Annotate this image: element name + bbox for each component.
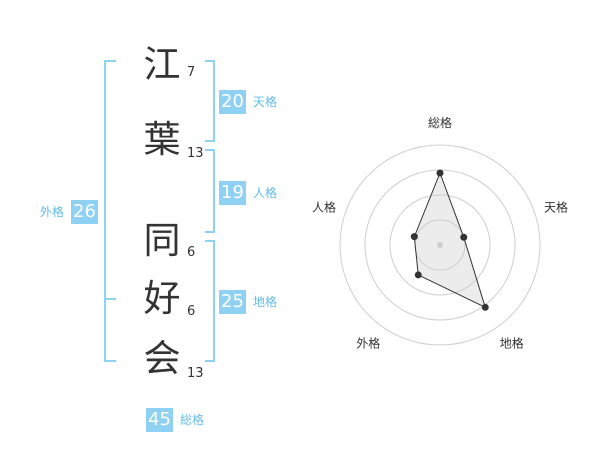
fortune-radar-chart: 総格天格地格 外格 人格 [300, 110, 600, 370]
radar-axis-label-3: 地格 [500, 336, 524, 351]
chikaku-value: 25 [219, 290, 246, 314]
radar-axis-label-5: 人格 [312, 199, 336, 214]
name-char-3: 同 [143, 219, 181, 262]
gaikaku-label: 外格 [40, 205, 65, 219]
stroke-count-5: 13 [187, 366, 204, 381]
radar-point-1 [436, 169, 444, 177]
name-column: 江 7 葉 13 同 6 好 6 会 13 20 天格 19 人格 25 地格 … [40, 43, 278, 432]
chikaku-bracket [205, 240, 215, 362]
name-char-1: 江 [143, 43, 181, 86]
soukaku-label: 総格 [180, 413, 205, 427]
radar-axis-label-4: 外格 [356, 336, 380, 351]
radar-center [437, 242, 443, 248]
radar-axis-label-1: 総格 [428, 115, 452, 130]
jinkaku-bracket [205, 149, 215, 233]
radar-ring-4 [339, 144, 541, 346]
gaikaku-bracket [104, 60, 116, 362]
radar-point-5 [410, 233, 418, 241]
radar-point-3 [481, 303, 489, 311]
gaikaku-value: 26 [71, 200, 98, 224]
soukaku-value: 45 [146, 408, 173, 432]
gaikaku-divider [104, 298, 116, 300]
radar-ring-2 [389, 194, 491, 296]
name-char-5: 会 [143, 337, 181, 380]
radar-point-4 [414, 271, 422, 279]
stroke-count-1: 7 [187, 65, 196, 80]
tenkaku-bracket [205, 60, 215, 142]
name-char-2: 葉 [143, 118, 181, 161]
name-char-4: 好 [143, 277, 181, 320]
radar-axis-label-2: 天格 [544, 199, 568, 214]
stroke-count-4: 6 [187, 304, 196, 319]
tenkaku-value: 20 [219, 90, 246, 114]
jinkaku-label: 人格 [253, 186, 278, 200]
radar-area [413, 171, 487, 309]
radar-point-2 [460, 233, 468, 241]
chikaku-label: 地格 [253, 295, 278, 309]
tenkaku-label: 天格 [253, 95, 278, 109]
jinkaku-value: 19 [219, 181, 246, 205]
stroke-count-3: 6 [187, 245, 196, 260]
stroke-count-2: 13 [187, 146, 204, 161]
